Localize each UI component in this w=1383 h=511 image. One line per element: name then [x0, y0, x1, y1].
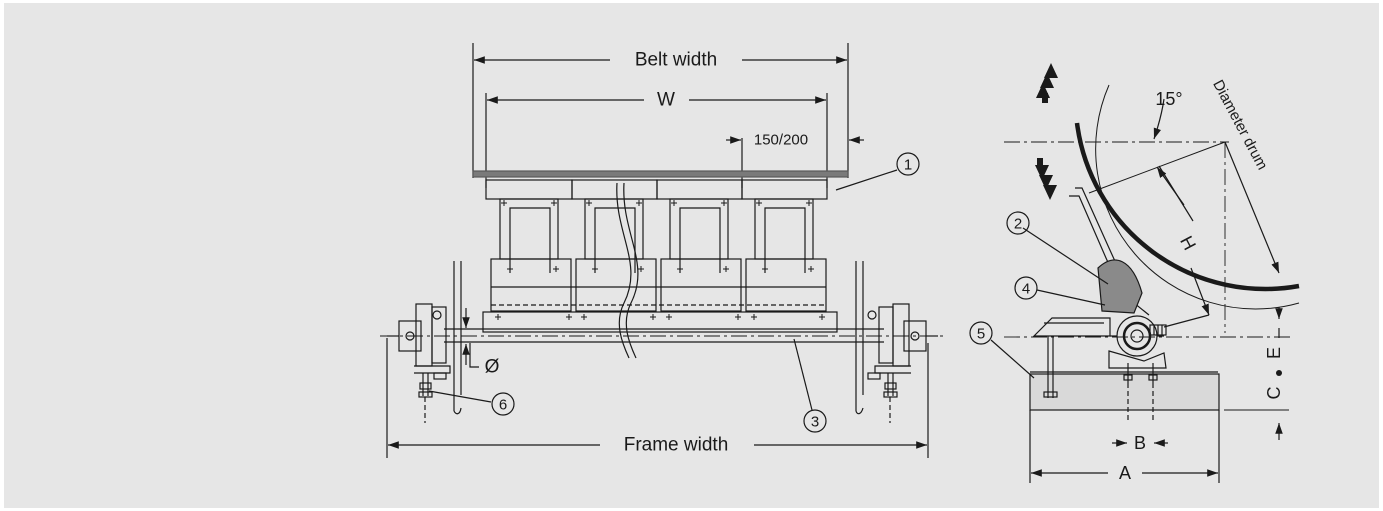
b-label: B — [1134, 433, 1146, 453]
svg-text:1: 1 — [904, 157, 912, 174]
c-label: C — [1264, 387, 1284, 400]
a-label: A — [1119, 463, 1131, 483]
h-label: H — [1176, 233, 1200, 254]
callout-1: 1 — [896, 152, 920, 176]
front-view — [380, 43, 944, 458]
ce-dot — [1276, 370, 1282, 376]
mounting-bracket-left — [387, 303, 451, 423]
diameter-dimension — [462, 308, 479, 368]
technical-drawing: Belt width W 150/200 Ø Frame width — [380, 43, 1300, 483]
side-view — [990, 63, 1300, 483]
base-plinth — [1029, 336, 1220, 423]
svg-text:2: 2 — [1014, 216, 1022, 233]
callout-4: 4 — [1014, 276, 1038, 300]
frame-width-label: Frame width — [624, 435, 729, 456]
h-dimension — [1156, 165, 1210, 316]
direction-arrows-up — [1036, 63, 1058, 103]
tensioner-housing — [1032, 314, 1210, 369]
callout-2: 2 — [1006, 211, 1030, 235]
belt-arc — [1074, 122, 1300, 292]
conveyor-frame-left — [453, 261, 462, 415]
belt-width-dimension — [472, 43, 849, 178]
offset-label: 150/200 — [754, 132, 808, 149]
callout-6: 6 — [491, 392, 515, 416]
w-label: W — [657, 90, 675, 111]
blade-segments — [485, 179, 828, 312]
svg-text:4: 4 — [1022, 281, 1030, 298]
belt — [472, 170, 849, 178]
conveyor-frame-right — [855, 261, 864, 415]
front-view-labels: Belt width W 150/200 Ø Frame width — [485, 50, 809, 456]
belt-width-label: Belt width — [635, 50, 717, 71]
diameter-label: Ø — [485, 357, 500, 378]
drum-outline — [1095, 84, 1300, 310]
callouts: 1 2 3 4 5 6 — [491, 152, 1038, 433]
svg-text:5: 5 — [977, 326, 985, 343]
diameter-drum-label: Diameter drum — [1209, 77, 1271, 173]
callout-5: 5 — [969, 321, 993, 345]
callout-3: 3 — [803, 409, 827, 433]
a-dimension — [1029, 410, 1220, 483]
base-plate — [482, 311, 838, 333]
drawing-canvas: Belt width W 150/200 Ø Frame width — [4, 3, 1379, 508]
shaft — [380, 328, 944, 343]
direction-arrows-down — [1035, 158, 1057, 200]
mounting-bracket-right — [867, 303, 938, 423]
e-c-dimensions — [1224, 307, 1289, 440]
angle-label: 15° — [1155, 89, 1182, 109]
frame-width-dimension — [386, 338, 929, 458]
bolt-markers — [495, 200, 825, 320]
e-label: E — [1264, 347, 1284, 359]
blade-tip — [1097, 259, 1143, 314]
air-hose — [616, 182, 639, 359]
svg-text:3: 3 — [811, 414, 819, 431]
svg-text:6: 6 — [499, 397, 507, 414]
